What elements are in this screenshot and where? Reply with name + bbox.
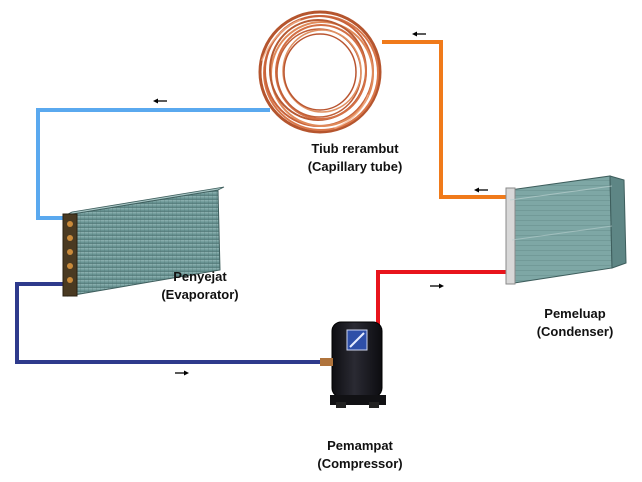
evaporator-label-line1: Penyejat [173, 269, 227, 284]
evaporator-label-line2: (Evaporator) [161, 287, 239, 302]
flow-arrow-right-icon [430, 283, 444, 289]
condenser-label: Pemeluap (Condenser) [505, 305, 642, 341]
condenser-coil [505, 175, 627, 285]
hot-gas-line [376, 270, 516, 333]
suction-line [15, 282, 331, 364]
compressor-label: Pemampat (Compressor) [290, 437, 430, 473]
compressor-unit [320, 321, 386, 408]
compressor-label-line2: (Compressor) [317, 456, 403, 471]
condenser-label-line1: Pemeluap [544, 306, 606, 321]
capillary-tube-label: Tiub rerambut (Capillary tube) [285, 140, 425, 176]
capillary-tube-label-line2: (Capillary tube) [307, 159, 403, 174]
evaporator-label: Penyejat (Evaporator) [130, 268, 270, 304]
cold-liquid-line [36, 108, 270, 220]
condenser-label-line2: (Condenser) [536, 324, 614, 339]
flow-arrow-right-icon [175, 370, 189, 376]
compressor-label-line1: Pemampat [327, 438, 393, 453]
flow-arrow-left-icon [412, 31, 426, 37]
flow-arrow-left-icon [153, 98, 167, 104]
evaporator-coil [62, 186, 225, 297]
flow-arrow-left-icon [474, 187, 488, 193]
capillary-tube-label-line1: Tiub rerambut [311, 141, 399, 156]
capillary-tube-coil [258, 10, 382, 134]
warm-liquid-line [382, 40, 508, 199]
